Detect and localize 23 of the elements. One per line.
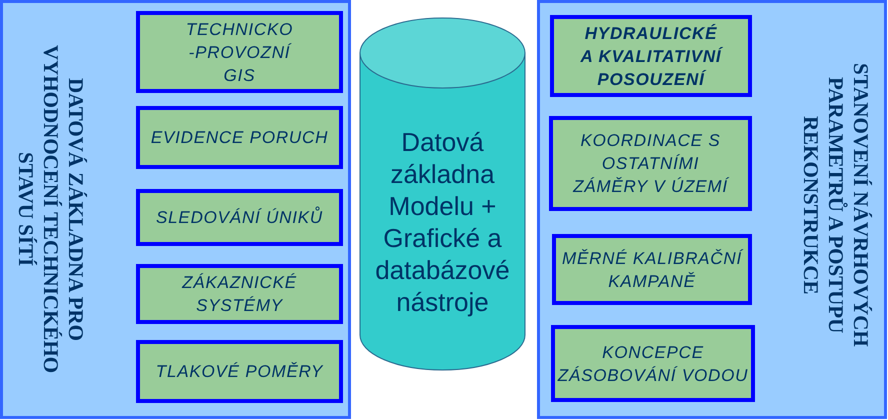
- group-panel: [0, 0, 351, 419]
- module-label: TLAKOVÉ POMĚRY: [156, 361, 324, 383]
- module-label: SLEDOVÁNÍ ÚNIKŮ: [156, 206, 323, 229]
- module-label: KOORDINACE S OSTATNÍMI ZÁMĚRY V ÚZEMÍ: [572, 130, 730, 198]
- module-box: [551, 325, 755, 402]
- module-label: TECHNICKO -PROVOZNÍ GIS: [184, 18, 294, 86]
- module-label: HYDRAULICKÉ A KVALITATIVNÍ POSOUZENÍ: [579, 22, 724, 90]
- module-box: [136, 106, 343, 169]
- module-box: [550, 15, 752, 97]
- module-label: MĚRNÉ KALIBRAČNÍ KAMPANĚ: [560, 248, 744, 292]
- panel-title: DATOVÁ ZÁKLADNA PRO VYHODNOCENÍ TECHNICKÉHO STAVU SÍTÍ: [13, 44, 88, 375]
- group-panel: [537, 0, 887, 419]
- module-label: ZÁKAZNICKÉ SYSTÉMY: [180, 272, 298, 317]
- module-box: [549, 116, 752, 211]
- module-label: EVIDENCE PORUCH: [150, 127, 328, 149]
- module-box: [136, 340, 343, 403]
- module-label: KONCEPCE ZÁSOBOVÁNÍ VODOU: [556, 342, 750, 386]
- database-label: Datová základna Modelu + Grafické a databázové nástroje: [374, 126, 511, 318]
- module-box: [136, 264, 343, 324]
- module-box: [136, 11, 343, 93]
- panel-title: STANOVENÍ NÁVRHOVÝCH PARAMETRŮ A POSTUPU REKONSTRUKCE: [798, 62, 873, 348]
- module-box: [136, 189, 343, 246]
- module-box: [552, 234, 752, 305]
